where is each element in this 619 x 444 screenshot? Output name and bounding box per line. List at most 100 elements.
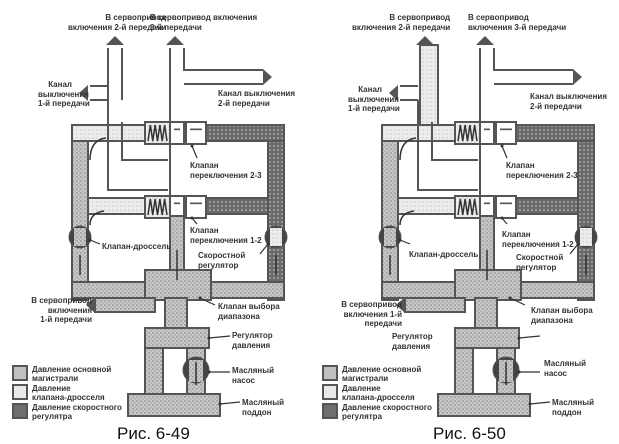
channel-servo-3rd-wall: [493, 48, 573, 71]
leader-line: [259, 243, 269, 255]
hydraulic-diagram-6-49: [68, 36, 288, 417]
valve-spool: [495, 121, 517, 145]
leader-tip: [207, 370, 211, 374]
governor-line-mid: [514, 197, 579, 215]
arrow-servo-3rd-icon: [476, 36, 494, 45]
figure-6-49: [68, 36, 288, 417]
throttle-valve-body: [384, 228, 396, 246]
swatch-throttle: [12, 384, 28, 400]
leader-tip: [398, 238, 402, 242]
governor-body: [580, 228, 592, 246]
channel-servo-1st: [94, 297, 156, 313]
spring-icon: [457, 198, 478, 216]
arrow-servo-1st-icon: [86, 297, 95, 313]
oil-sump: [127, 393, 221, 417]
label-throttle-valve: Клапан-дроссель: [409, 250, 479, 259]
leader-tip: [517, 336, 521, 340]
manual-valve-body: [454, 269, 522, 301]
arrow-release-2nd-icon: [263, 69, 272, 85]
throttle-line-top: [381, 124, 458, 142]
leader-line: [501, 145, 508, 159]
leader-tip: [576, 242, 580, 246]
channel-servo-1st: [404, 297, 466, 313]
swatch-governor: [12, 403, 28, 419]
valve-spool: [479, 195, 495, 219]
spring-icon: [147, 124, 168, 142]
arrow-release-1st-icon: [79, 85, 88, 101]
channel-servo-3rd-wall: [183, 48, 263, 71]
leader-line: [191, 145, 198, 159]
swatch-throttle: [322, 384, 338, 400]
throttle-valve-body: [74, 228, 86, 246]
leader-line: [569, 243, 579, 255]
valve-spool: [495, 195, 517, 219]
leader-line: [518, 335, 541, 339]
valve-spool: [479, 121, 495, 145]
flow-arrow-icon: [89, 137, 107, 161]
swatch-main-line: [322, 365, 338, 381]
oil-sump: [437, 393, 531, 417]
pipe-to-regulator: [474, 297, 498, 331]
manual-valve-body: [144, 269, 212, 301]
governor-body: [270, 228, 282, 246]
leader-line: [509, 297, 526, 306]
throttle-line-mid: [397, 197, 459, 215]
label-throttle-valve: Клапан-дроссель: [102, 242, 172, 251]
arrow-servo-3rd-icon: [166, 36, 184, 45]
leader-tip: [88, 238, 92, 242]
leader-line: [89, 239, 101, 245]
valve-spool: [169, 195, 185, 219]
leader-line: [199, 297, 216, 306]
return-pipe-left: [144, 347, 164, 399]
flow-arrow-icon: [399, 210, 415, 226]
flow-arrow-icon: [89, 210, 105, 226]
leader-tip: [198, 296, 202, 300]
hydraulic-diagram-6-50: [378, 36, 598, 417]
figure-6-50: [310, 0, 619, 444]
pressure-regulator-body: [454, 327, 520, 349]
inner-channel-wall: [417, 100, 478, 191]
swatch-governor: [322, 403, 338, 419]
circuit-6-49: [68, 36, 288, 417]
inner-channel-wall: [431, 122, 478, 161]
leader-line: [208, 335, 231, 339]
channel-servo-2nd: [419, 44, 439, 126]
leader-tip: [207, 336, 211, 340]
valve-spool: [169, 121, 185, 145]
arrow-servo-2nd-icon: [416, 36, 434, 45]
leader-tip: [190, 144, 194, 148]
leader-tip: [190, 216, 194, 220]
governor-line-mid: [204, 197, 269, 215]
arrow-servo-1st-icon: [396, 297, 405, 313]
leader-line: [399, 239, 411, 245]
leader-tip: [500, 216, 504, 220]
throttle-line-top: [71, 124, 148, 142]
pressure-regulator-body: [144, 327, 210, 349]
pipe-to-regulator: [164, 297, 188, 331]
flow-arrow-icon: [399, 137, 417, 161]
throttle-line-mid: [87, 197, 149, 215]
leader-tip: [528, 402, 532, 406]
valve-spool: [185, 195, 207, 219]
caption-6-49: Рис. 6-49: [117, 424, 190, 443]
